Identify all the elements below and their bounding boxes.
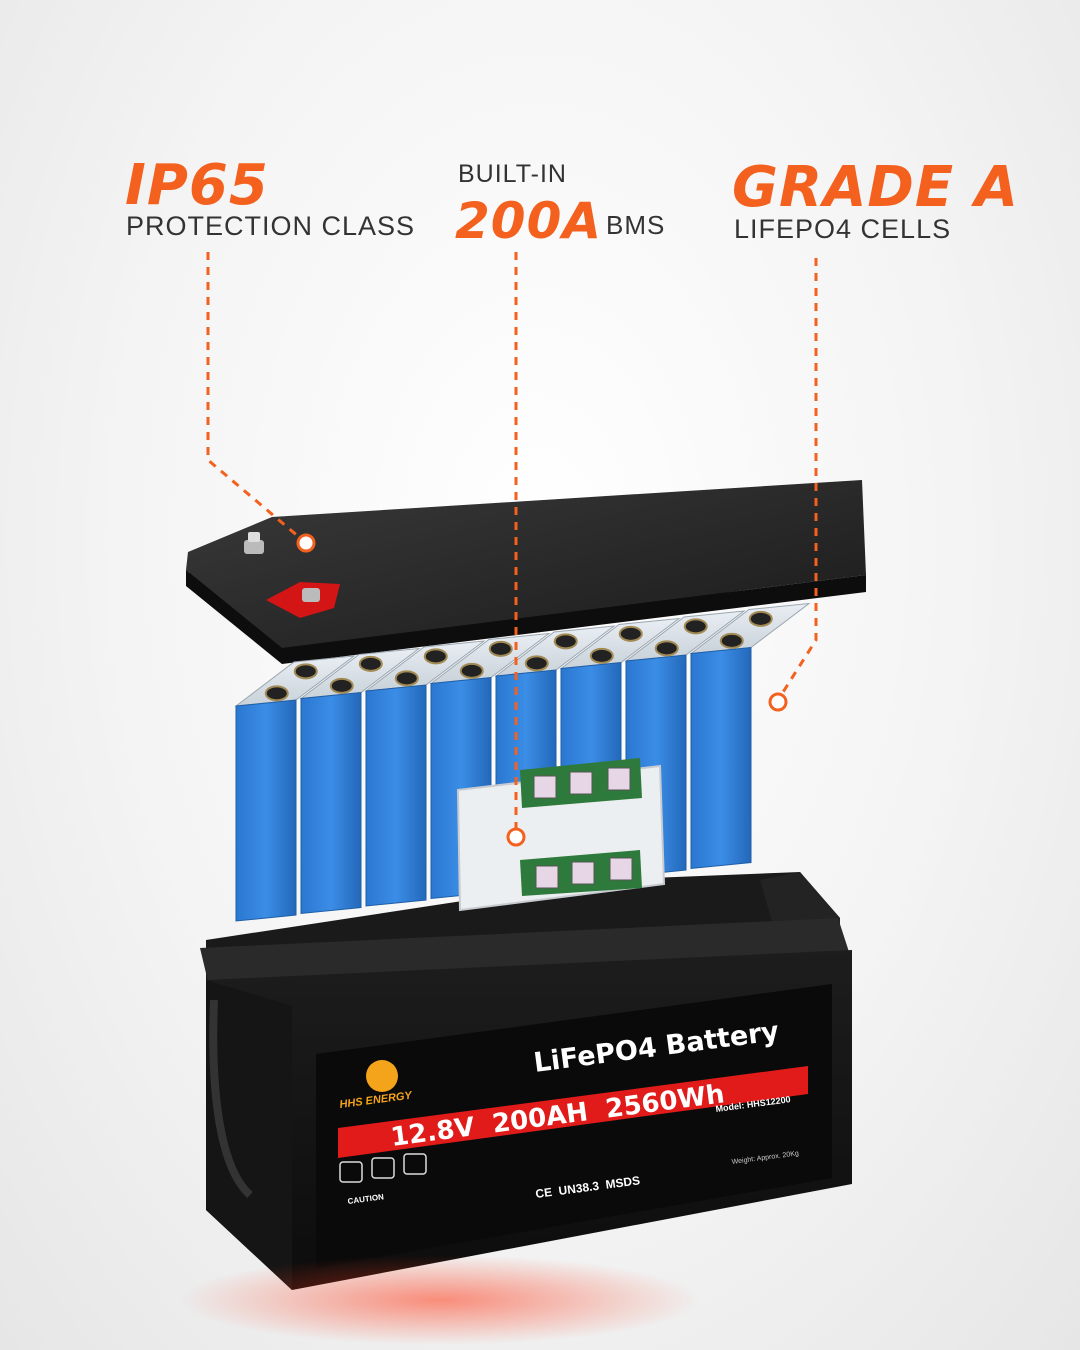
grade-leader-line (776, 258, 818, 701)
grade-dot-icon (768, 692, 788, 712)
cell-terminal-icon (488, 640, 513, 657)
battery-lid (186, 480, 866, 664)
battery-case-front (180, 918, 852, 1345)
cell-terminal-icon (264, 685, 289, 702)
spec-band (338, 1066, 808, 1158)
cycle-icon (339, 1161, 363, 1183)
cell-terminal-icon (394, 670, 419, 687)
no-disassemble-icon (371, 1157, 395, 1179)
cell-terminal-icon (654, 640, 679, 657)
grade-title: GRADE A (732, 155, 1019, 220)
battery-cell (364, 640, 486, 907)
brand-logo-icon (366, 1060, 398, 1092)
ip65-leader-line (206, 252, 307, 545)
cell-terminal-icon (748, 610, 773, 627)
ip65-subtitle: PROTECTION CLASS (126, 211, 416, 241)
battery-cell (299, 647, 421, 915)
cell-terminal-icon (683, 618, 708, 635)
cert-icons (339, 1153, 427, 1183)
battery-cell (689, 602, 811, 870)
lifepo4-cells (234, 602, 811, 922)
bms-board (456, 758, 666, 912)
bms-prefix: BUILT-IN (458, 160, 567, 188)
cell-terminal-icon (524, 655, 549, 672)
ip65-dot-icon (296, 533, 316, 553)
callout-dots (296, 533, 788, 847)
cell-terminal-icon (459, 662, 484, 679)
cell-terminal-icon (719, 632, 744, 649)
callout-lines (206, 252, 818, 836)
label-panel (316, 984, 832, 1268)
battery-cell (234, 655, 356, 922)
cell-terminal-icon (358, 655, 383, 672)
negative-terminal-icon (244, 540, 264, 554)
cell-terminal-icon (553, 633, 578, 650)
cell-terminal-icon (293, 663, 318, 680)
cell-terminal-icon (329, 677, 354, 694)
bms-value: 200A (455, 192, 603, 250)
recycle-icon (403, 1153, 427, 1175)
handle-rope (209, 999, 253, 1198)
bms-suffix: BMS (606, 210, 666, 240)
positive-terminal-icon (302, 588, 320, 602)
cell-terminal-icon (589, 647, 614, 664)
cell-terminal-icon (423, 648, 448, 665)
ip65-title: IP65 (125, 153, 269, 218)
grade-subtitle: LIFEPO4 CELLS (734, 214, 952, 244)
cell-terminal-icon (618, 625, 643, 642)
bms-dot-icon (506, 827, 526, 847)
